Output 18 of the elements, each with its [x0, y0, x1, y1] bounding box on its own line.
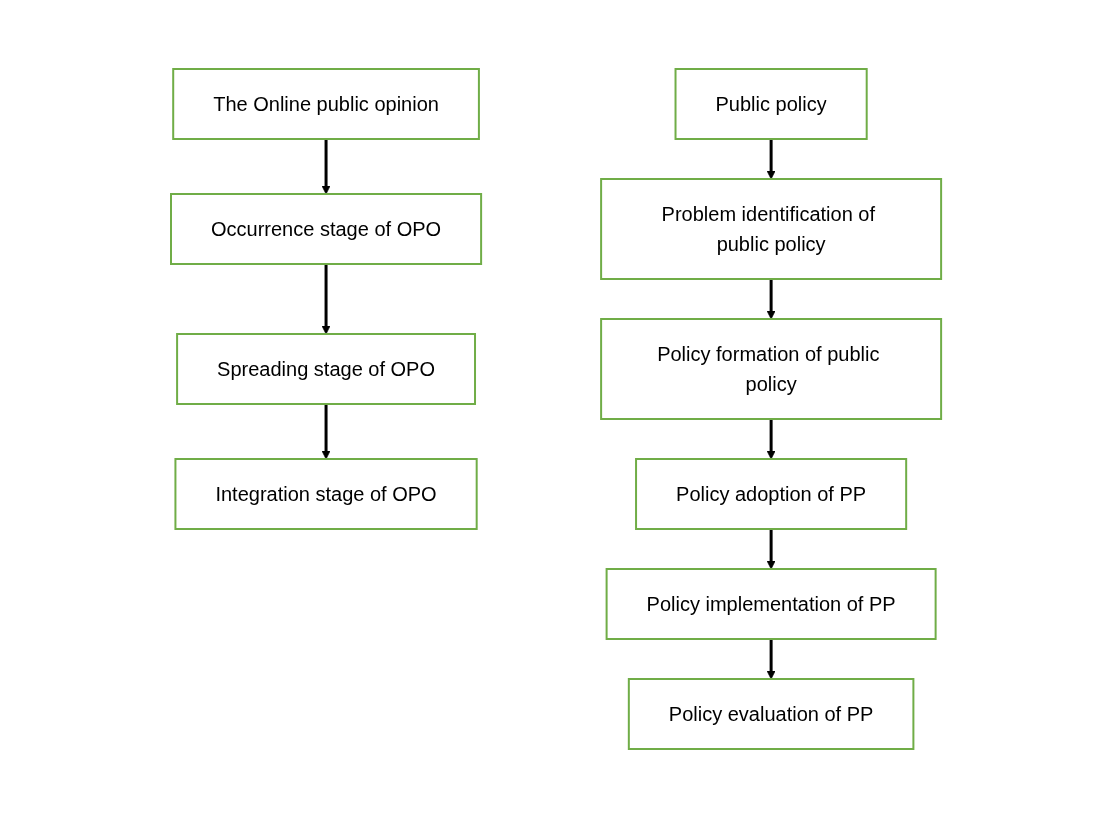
arrow: [767, 528, 776, 569]
node-box: Policy formation of public policy: [600, 317, 943, 420]
node-box: Public policy: [674, 67, 869, 140]
node-box: Spreading stage of OPO: [176, 332, 477, 405]
arrow: [767, 638, 776, 679]
arrow: [322, 403, 331, 459]
node-box: Policy evaluation of PP: [628, 677, 915, 750]
node-box: Policy implementation of PP: [606, 567, 938, 640]
arrow: [767, 418, 776, 459]
arrow: [767, 278, 776, 319]
node-box: The Online public opinion: [172, 67, 481, 140]
node-box: Occurrence stage of OPO: [170, 192, 483, 265]
node-box: Integration stage of OPO: [174, 457, 479, 530]
arrow: [767, 138, 776, 179]
node-box: Policy adoption of PP: [635, 457, 908, 530]
arrow: [322, 138, 331, 194]
arrow: [322, 263, 331, 334]
node-box: Problem identification of public policy: [600, 177, 943, 280]
